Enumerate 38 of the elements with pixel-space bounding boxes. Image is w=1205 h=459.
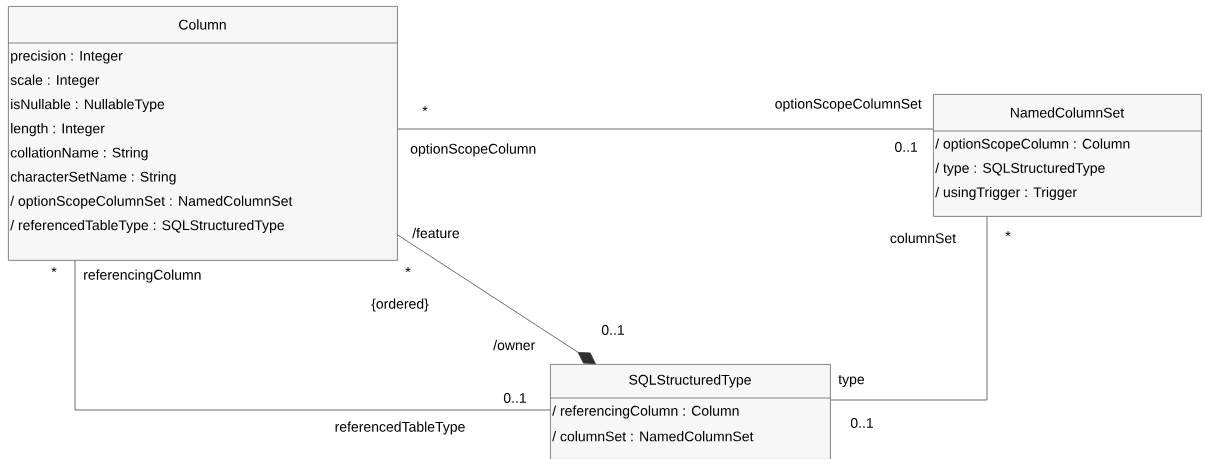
role-label: referencingColumn — [84, 269, 201, 283]
attribute-text: / referencedTableType : SQLStructuredType — [10, 219, 284, 233]
class-box — [549, 364, 831, 459]
role-label: type — [838, 375, 865, 387]
role-label: * — [1005, 231, 1011, 237]
role-label: * — [405, 267, 411, 273]
role-label: columnSet — [890, 232, 956, 244]
attribute-text: length : Integer — [11, 123, 105, 137]
role-label: referencedTableType — [335, 421, 465, 435]
role-label: optionScopeColumn — [410, 143, 536, 157]
class-name: SQLStructuredType — [629, 374, 751, 388]
attribute-text: / optionScopeColumn : Column — [935, 138, 1130, 152]
role-label: * — [422, 106, 428, 112]
attribute-text: isNullable : NullableType — [11, 98, 165, 112]
attribute-text: / referencingColumn : Column — [552, 405, 739, 419]
attribute-text: characterSetName : String — [10, 171, 176, 185]
attribute-text: collationName : String — [10, 147, 148, 161]
class-box — [932, 94, 1202, 217]
class-name: Column — [179, 19, 226, 30]
role-label: /owner — [493, 339, 535, 351]
attribute-text: precision : Integer — [11, 50, 123, 64]
role-label: /feature — [412, 227, 460, 239]
attribute-text: scale : Integer — [10, 74, 100, 88]
class-name: NamedColumnSet — [1010, 107, 1125, 118]
role-label: {ordered} — [371, 298, 429, 312]
role-label: 0..1 — [503, 393, 526, 403]
association-line — [74, 260, 551, 411]
association-line — [397, 128, 934, 130]
composition-line — [397, 234, 596, 364]
association-line — [830, 216, 988, 401]
role-label: 0..1 — [850, 418, 873, 428]
attribute-text: / type : SQLStructuredType — [935, 162, 1105, 176]
attribute-text: / columnSet : NamedColumnSet — [552, 431, 754, 442]
role-label: 0..1 — [895, 142, 918, 152]
attribute-text: / usingTrigger : Trigger — [935, 186, 1077, 200]
role-label: 0..1 — [601, 325, 624, 335]
class-box — [7, 6, 398, 261]
attribute-text: / optionScopeColumnSet : NamedColumnSet — [10, 195, 293, 209]
